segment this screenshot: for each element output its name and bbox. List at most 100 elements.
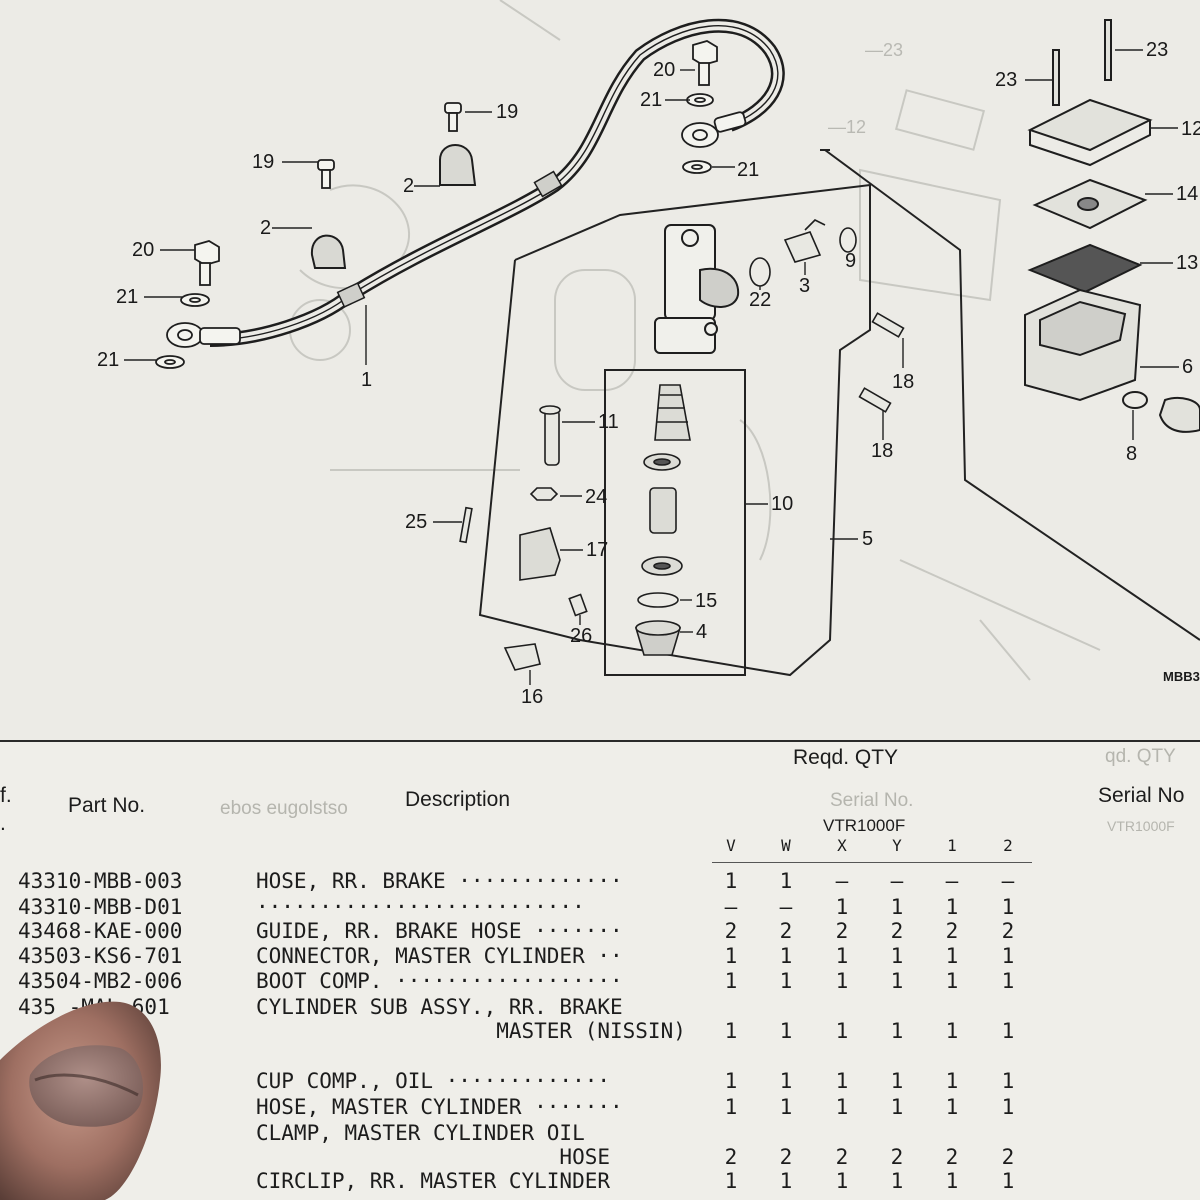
qty-cell: – — [779, 895, 793, 919]
qty-cell: 1 — [945, 1019, 959, 1043]
ghost-callout: —23 — [865, 40, 904, 60]
callout-number: 22 — [749, 289, 772, 311]
qty-cell: 1 — [835, 1169, 849, 1193]
qty-cell: 2 — [945, 1145, 959, 1169]
callout-number: 20 — [132, 239, 155, 261]
qty-cell: – — [890, 869, 904, 893]
qty-cell: 1 — [724, 944, 738, 968]
part-number: 43468-KAE-000 — [18, 919, 183, 943]
description: MASTER (NISSIN) — [256, 1019, 686, 1043]
qty-cell: 1 — [1001, 969, 1015, 993]
callout-number: 18 — [871, 440, 894, 462]
qty-cell: 1 — [779, 969, 793, 993]
callout-number: 15 — [695, 590, 718, 612]
qty-cell: 2 — [779, 1145, 793, 1169]
qty-cell: 1 — [890, 1019, 904, 1043]
qty-cell: 2 — [835, 1145, 849, 1169]
qty-column-header: 2 — [1003, 836, 1013, 855]
qty-cell: 1 — [779, 1095, 793, 1119]
description-header: Description — [405, 788, 511, 811]
callout-number: 19 — [252, 151, 275, 173]
callout-number: 13 — [1176, 252, 1199, 274]
qty-cell: 1 — [890, 1095, 904, 1119]
qty-cell: 1 — [1001, 1069, 1015, 1093]
qty-cell: 2 — [945, 919, 959, 943]
qty-column-header: W — [781, 836, 791, 855]
qty-cell: 1 — [835, 969, 849, 993]
qty-cell: 1 — [779, 1019, 793, 1043]
callout-number: 10 — [771, 493, 794, 515]
callout-number: 4 — [696, 621, 708, 643]
qty-cell: 1 — [890, 895, 904, 919]
qty-cell: 1 — [835, 1095, 849, 1119]
qty-column-header: 1 — [947, 836, 957, 855]
callout-number: 24 — [585, 486, 608, 508]
table-row: 43310-MBB-D01··························–… — [0, 894, 1200, 920]
callout-number: 18 — [892, 371, 915, 393]
qty-column-header: X — [837, 836, 847, 855]
qty-cell: – — [945, 869, 959, 893]
qty-column-header: Y — [892, 836, 902, 855]
description: HOSE — [256, 1145, 611, 1169]
description: CIRCLIP, RR. MASTER CYLINDER — [256, 1169, 611, 1193]
qty-cell: 1 — [779, 869, 793, 893]
qty-cell: 1 — [1001, 895, 1015, 919]
qty-cell: – — [1001, 869, 1015, 893]
ghost-catalogue-code: ebos eugolstso — [220, 798, 348, 819]
part-number: 43503-KS6-701 — [18, 944, 183, 968]
qty-cell: 2 — [1001, 919, 1015, 943]
description: CYLINDER SUB ASSY., RR. BRAKE — [256, 995, 623, 1019]
qty-cell: 1 — [724, 1069, 738, 1093]
table-row: 435 -MAL-601CYLINDER SUB ASSY., RR. BRAK… — [0, 994, 1200, 1020]
callout-number: 25 — [405, 511, 428, 533]
qty-column-header: V — [726, 836, 736, 855]
callout-number: 26 — [570, 625, 593, 647]
table-divider — [0, 740, 1200, 742]
callout-number: 12 — [1181, 118, 1200, 140]
callout-number: 23 — [995, 69, 1018, 91]
qty-cell: 1 — [1001, 944, 1015, 968]
callout-number: 21 — [97, 349, 120, 371]
callout-number: 3 — [799, 275, 811, 297]
description: GUIDE, RR. BRAKE HOSE ······· — [256, 919, 623, 943]
callout-number: 1 — [361, 369, 373, 391]
model-header: VTR1000F — [823, 816, 906, 835]
header-rule — [712, 862, 1032, 863]
qty-cell: 1 — [1001, 1019, 1015, 1043]
qty-cell: 1 — [835, 1019, 849, 1043]
qty-cell: 1 — [724, 1169, 738, 1193]
ghost-model: VTR1000F — [1107, 818, 1175, 834]
qty-cell: 2 — [779, 919, 793, 943]
reqd-qty-header: Reqd. QTY — [793, 746, 899, 769]
qty-cell: 1 — [779, 944, 793, 968]
qty-cell: 1 — [945, 1069, 959, 1093]
qty-cell: 1 — [945, 1095, 959, 1119]
thumb-photo — [0, 1001, 161, 1200]
qty-cell: 1 — [779, 1069, 793, 1093]
ghost-serial-no: Serial No. — [830, 790, 914, 811]
qty-cell: 2 — [835, 919, 849, 943]
qty-cell: 2 — [724, 919, 738, 943]
diagram-code: MBB3 — [1163, 669, 1200, 684]
qty-cell: 1 — [1001, 1095, 1015, 1119]
serial-no-header-right: Serial No — [1098, 784, 1185, 807]
table-row: 43468-KAE-000 GUIDE, RR. BRAKE HOSE ·····… — [0, 918, 1200, 944]
qty-cell: 1 — [835, 944, 849, 968]
ghost-callout: —12 — [828, 117, 867, 137]
qty-cell: 1 — [724, 869, 738, 893]
callout-number: 16 — [521, 686, 544, 708]
qty-cell: 1 — [724, 1019, 738, 1043]
qty-cell: 1 — [835, 1069, 849, 1093]
callout-number: 23 — [1146, 39, 1169, 61]
callout-number: 17 — [586, 539, 609, 561]
callout-number: 8 — [1126, 443, 1138, 465]
callout-number: 21 — [737, 159, 760, 181]
description: CLAMP, MASTER CYLINDER OIL — [256, 1121, 585, 1145]
qty-cell: 1 — [724, 969, 738, 993]
callout-number: 11 — [598, 411, 619, 433]
